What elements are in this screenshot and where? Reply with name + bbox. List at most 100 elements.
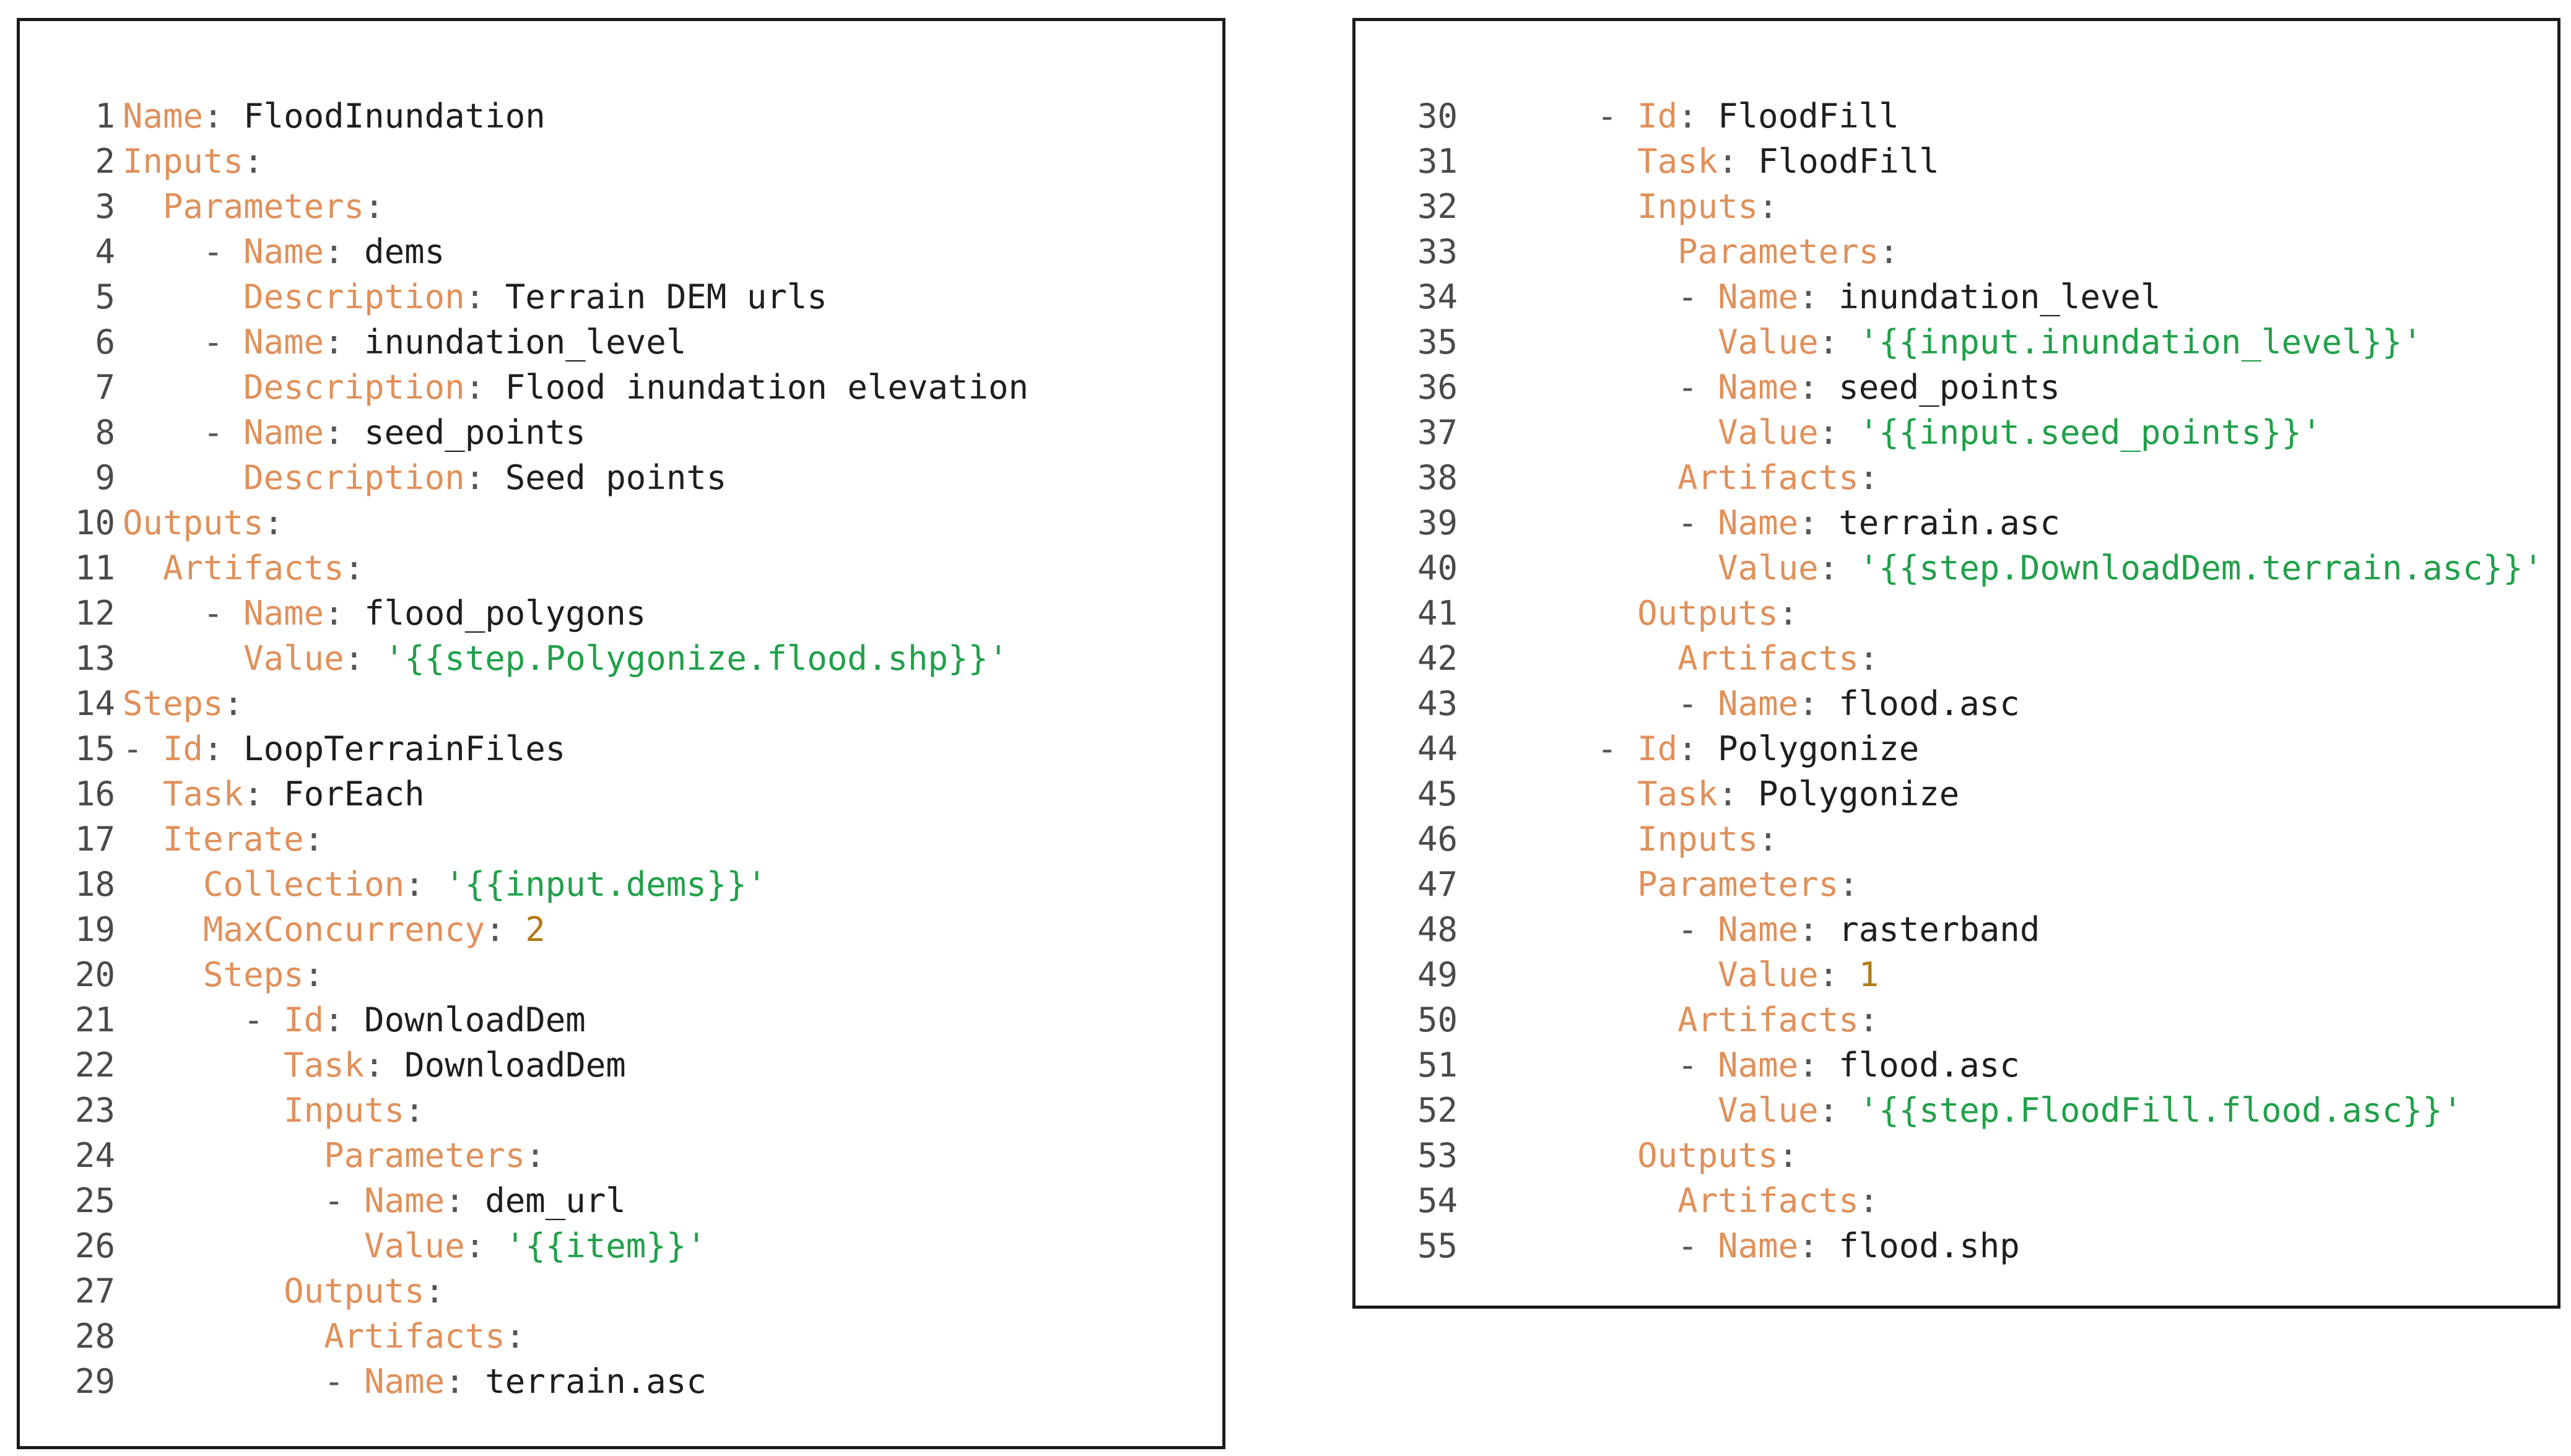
code-line: 41 Outputs: xyxy=(1355,591,1798,636)
code-token-punc: - xyxy=(1476,1046,1718,1085)
code-line: 35 Value: '{{input.inundation_level}}' xyxy=(1355,319,2422,365)
code-token-punc: - xyxy=(1476,368,1718,407)
code-line: 51 - Name: flood.asc xyxy=(1355,1042,2020,1088)
code-token-key: Artifacts xyxy=(1677,1181,1859,1220)
code-token-plain: DownloadDem xyxy=(404,1046,626,1085)
code-token-punc: : xyxy=(1798,910,1839,949)
line-number: 16 xyxy=(74,774,115,813)
code-token-str: '{{input.inundation_level}}' xyxy=(1858,323,2423,362)
line-number: 52 xyxy=(1417,1091,1458,1130)
code-token-punc: : xyxy=(1858,639,1879,678)
code-token-plain: terrain.asc xyxy=(1838,503,2060,542)
code-line: 53 Outputs: xyxy=(1355,1133,1798,1178)
code-line: 46 Inputs: xyxy=(1355,817,1778,862)
code-token-plain: flood.asc xyxy=(1838,684,2020,723)
code-token-key: MaxConcurrency xyxy=(203,910,485,949)
code-token-punc: - xyxy=(1476,910,1718,949)
code-token-plain: FloodFill xyxy=(1758,142,1939,181)
code-token-plain: Polygonize xyxy=(1758,774,1960,813)
code-token-key: Id xyxy=(284,1000,324,1039)
code-token-plain: inundation_level xyxy=(364,323,687,362)
code-token-key: Value xyxy=(1718,413,1819,452)
code-line: 7 Description: Flood inundation elevatio… xyxy=(20,365,1029,410)
line-number: 15 xyxy=(74,729,115,768)
code-token-punc: : xyxy=(1758,187,1778,226)
code-token-key: Name xyxy=(243,323,324,362)
line-number: 25 xyxy=(74,1181,115,1220)
code-token-punc: : xyxy=(1778,1136,1799,1175)
line-number: 29 xyxy=(74,1362,115,1401)
code-token-key: Value xyxy=(243,639,344,678)
code-token-punc: : xyxy=(445,1362,485,1401)
code-token-key: Outputs xyxy=(1637,594,1778,633)
line-number: 28 xyxy=(74,1317,115,1356)
code-token-punc: : xyxy=(1798,1226,1839,1265)
code-line: 44 - Id: Polygonize xyxy=(1355,726,1919,771)
code-line: 15- Id: LoopTerrainFiles xyxy=(20,726,565,771)
code-line: 8 - Name: seed_points xyxy=(20,410,585,455)
code-token-key: Name xyxy=(364,1181,445,1220)
code-token-key: Inputs xyxy=(1637,820,1759,859)
line-number: 44 xyxy=(1417,729,1458,768)
code-token-plain xyxy=(123,1091,284,1130)
line-number: 34 xyxy=(1417,277,1458,316)
code-token-plain: terrain.asc xyxy=(485,1362,707,1401)
code-token-punc: - xyxy=(123,1181,365,1220)
code-token-plain xyxy=(1476,1181,1677,1220)
code-line: 45 Task: Polygonize xyxy=(1355,771,1959,817)
line-number: 37 xyxy=(1417,413,1458,452)
code-token-key: Parameters xyxy=(324,1136,526,1175)
code-token-plain: flood.asc xyxy=(1838,1046,2020,1085)
code-token-str: '{{input.seed_points}}' xyxy=(1858,413,2322,452)
code-token-plain xyxy=(123,820,163,859)
code-token-str: '{{step.DownloadDem.terrain.asc}}' xyxy=(1858,548,2544,587)
code-line: 26 Value: '{{item}}' xyxy=(20,1223,707,1268)
code-token-punc: - xyxy=(123,729,163,768)
code-token-key: Name xyxy=(243,413,324,452)
code-token-plain: Seed points xyxy=(505,458,727,497)
line-number: 22 xyxy=(74,1046,115,1085)
code-line: 3 Parameters: xyxy=(20,184,384,229)
code-token-key: Description xyxy=(243,277,465,316)
code-token-key: Id xyxy=(163,729,204,768)
code-token-plain xyxy=(123,1317,324,1356)
code-token-key: Task xyxy=(163,774,244,813)
code-token-key: Description xyxy=(243,368,465,407)
code-token-punc: : xyxy=(525,1136,546,1175)
code-line: 43 - Name: flood.asc xyxy=(1355,681,2020,726)
code-token-punc: - xyxy=(123,413,244,452)
code-token-punc: : xyxy=(203,729,244,768)
code-token-plain xyxy=(123,277,243,316)
line-number: 39 xyxy=(1417,503,1458,542)
code-token-key: Parameters xyxy=(1637,865,1839,904)
code-token-punc: : xyxy=(1879,232,1899,271)
code-token-plain xyxy=(123,1226,364,1265)
code-token-punc: : xyxy=(404,1091,425,1130)
code-token-key: Name xyxy=(1718,910,1799,949)
code-token-punc: : xyxy=(303,955,324,994)
code-token-punc: : xyxy=(485,910,526,949)
code-line: 37 Value: '{{input.seed_points}}' xyxy=(1355,410,2322,455)
line-number: 30 xyxy=(1417,97,1458,136)
code-token-punc: : xyxy=(263,503,284,542)
code-token-punc: : xyxy=(1818,413,1859,452)
code-line: 11 Artifacts: xyxy=(20,545,364,591)
code-token-plain xyxy=(1476,458,1677,497)
code-token-plain: flood_polygons xyxy=(364,594,646,633)
code-token-punc: : xyxy=(223,684,244,723)
code-token-plain: DownloadDem xyxy=(364,1000,586,1039)
code-token-plain: FloodFill xyxy=(1718,97,1899,136)
line-number: 31 xyxy=(1417,142,1458,181)
line-number: 40 xyxy=(1417,548,1458,587)
code-token-key: Id xyxy=(1637,97,1678,136)
code-token-str: '{{input.dems}}' xyxy=(445,865,767,904)
code-line: 5 Description: Terrain DEM urls xyxy=(20,274,827,319)
line-number: 48 xyxy=(1417,910,1458,949)
code-token-key: Name xyxy=(1718,368,1799,407)
code-token-key: Name xyxy=(123,97,204,136)
code-token-punc: : xyxy=(1798,1046,1839,1085)
code-token-plain xyxy=(1476,1091,1718,1130)
